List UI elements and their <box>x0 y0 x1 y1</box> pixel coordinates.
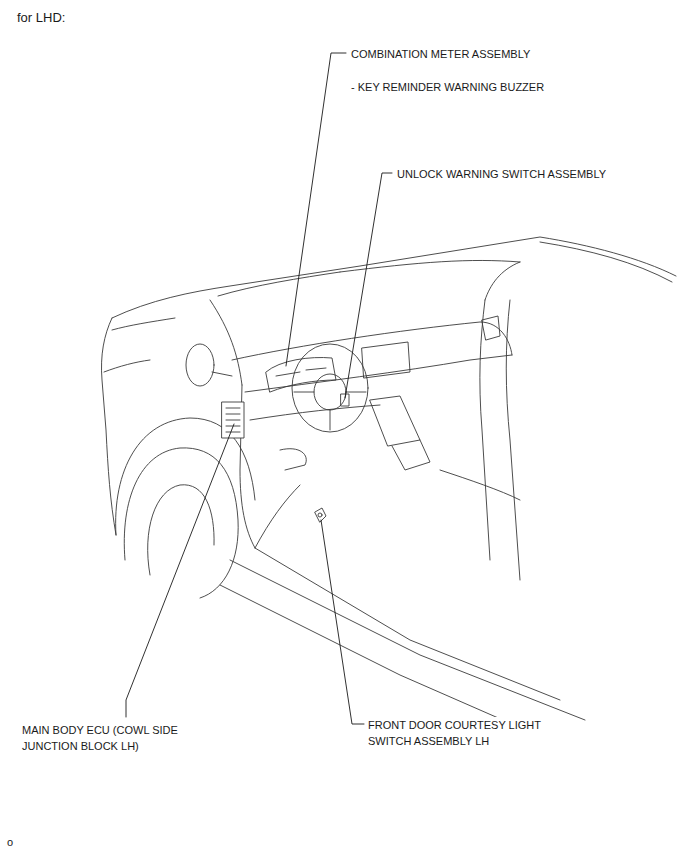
part-label: FRONT DOOR COURTESY LIGHT SWITCH ASSEMBL… <box>367 717 575 749</box>
diagram-title: for LHD: <box>16 10 66 26</box>
part-label: UNLOCK WARNING SWITCH ASSEMBLY <box>396 166 607 182</box>
sub-part-label: - KEY REMINDER WARNING BUZZER <box>350 79 545 95</box>
figure-mark: o <box>6 834 14 850</box>
part-label: COMBINATION METER ASSEMBLY <box>350 46 531 62</box>
part-label: MAIN BODY ECU (COWL SIDE JUNCTION BLOCK … <box>21 722 209 754</box>
